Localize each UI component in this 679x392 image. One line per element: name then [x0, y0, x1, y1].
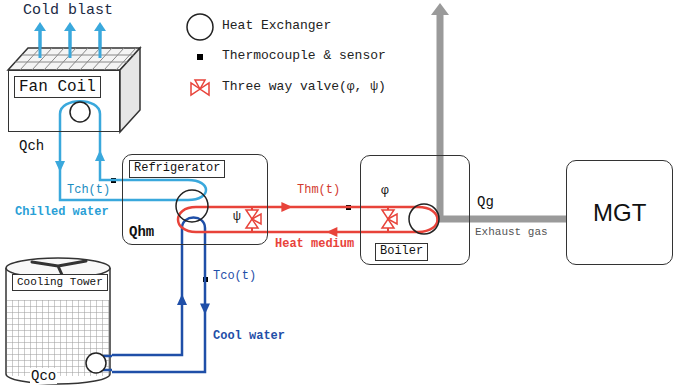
pipe-connector: [112, 245, 210, 372]
heat-medium-loop: [178, 207, 268, 232]
pipe-line: [60, 132, 122, 200]
circuit-label: Chilled water: [14, 206, 110, 220]
heat-flow-label: Qch: [18, 138, 45, 154]
blast-arrow: [39, 30, 42, 58]
fan-coil-grille: [15, 48, 136, 70]
blast-arrow: [99, 30, 102, 58]
valve-label: ψ: [232, 210, 242, 225]
legend-text: Three way valve(φ, ψ): [222, 80, 386, 95]
heat-exchanger: [86, 353, 106, 373]
blast-arrowhead: [94, 22, 106, 31]
flow-arrowhead: [55, 161, 65, 172]
exhaust-arrowhead: [431, 3, 449, 15]
heat-exchanger: [70, 102, 90, 122]
boiler-box: Boiler: [360, 155, 470, 265]
three-way-valve: [246, 210, 261, 228]
legend-valve: [191, 80, 209, 95]
circuit-label: Heat medium: [274, 238, 355, 252]
heat-flow-label: Qco: [30, 368, 57, 384]
chilled-water-coil: [60, 101, 100, 132]
flow-arrowhead: [281, 202, 292, 212]
legend-text: Heat Exchanger: [222, 19, 331, 34]
mgt-box: MGT: [566, 160, 673, 265]
pipe-connector: [268, 227, 360, 237]
circuit-label: Exhaust gas: [474, 226, 549, 239]
pipe-line: [112, 245, 205, 372]
legend-thermocouple: [197, 54, 203, 60]
circuit-label: Cool water: [212, 330, 286, 344]
sensor-label: Tco(t): [212, 270, 257, 284]
heat-exchanger: [176, 190, 208, 222]
flow-arrowhead: [177, 294, 187, 305]
flow-arrowhead: [200, 304, 210, 315]
node-title: MGT: [593, 199, 646, 227]
heat-medium-loop: [360, 207, 438, 232]
cooling-tower: Cooling Tower: [4, 258, 112, 386]
fan-coil-top: [8, 48, 140, 70]
pipe-connector: [268, 202, 360, 212]
blast-arrow: [69, 30, 72, 58]
blast-arrowhead: [34, 22, 46, 31]
pipe-connector: [55, 132, 122, 200]
pipe-connector: [95, 132, 122, 180]
valve-label: φ: [380, 184, 390, 199]
tower-body: [6, 268, 110, 384]
name-plate: Cooling Tower: [12, 274, 108, 291]
heat-exchanger: [409, 204, 439, 234]
cold-blast-stems: [40, 30, 100, 58]
flow-arrowhead: [326, 227, 337, 237]
sensor-label: Tch(t): [66, 184, 111, 198]
fan-coil-unit: Fan Coil: [8, 70, 120, 132]
legend-text: Thermocouple & sensor: [222, 49, 386, 64]
legend-heat-exchanger: [187, 14, 213, 40]
blast-arrowhead: [64, 22, 76, 31]
heat-flow-label: Qg: [476, 194, 495, 210]
exhaust-duct: [440, 14, 470, 219]
flow-arrowhead: [95, 150, 105, 161]
output-label: Cold blast: [22, 2, 114, 19]
pipe-connector: [112, 245, 187, 355]
sensor-label: Thm(t): [296, 184, 341, 198]
tower-fill-grid: [7, 300, 109, 376]
pipe-line: [268, 231, 360, 234]
name-plate: Boiler: [375, 243, 428, 261]
pipe-line: [470, 216, 566, 223]
three-way-valve: [382, 210, 397, 228]
name-plate: Refrigerator: [129, 160, 225, 178]
pipe-line: [112, 245, 182, 355]
pipe-line: [100, 132, 122, 180]
heat-flow-label: Qhm: [128, 224, 155, 240]
fan-coil-side: [120, 48, 140, 132]
name-plate: Fan Coil: [14, 76, 101, 98]
pipe-connector: [470, 219, 566, 220]
